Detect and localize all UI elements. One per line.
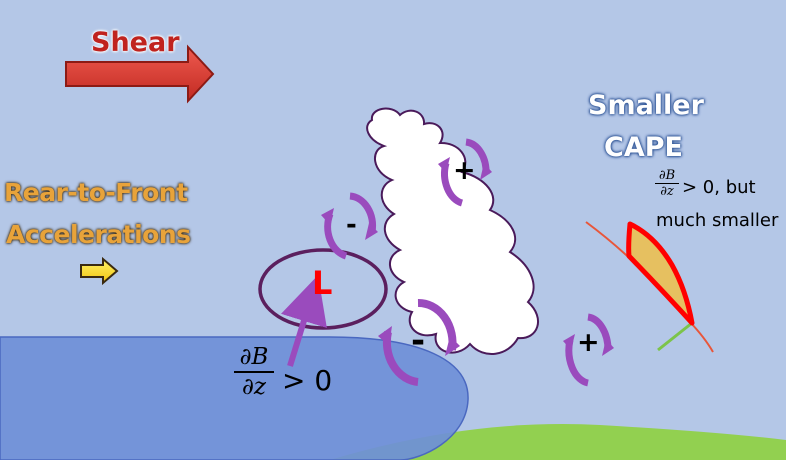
vortex-right bbox=[563, 313, 614, 387]
fraction-bar bbox=[234, 371, 274, 373]
gt-zero-label: > 0 bbox=[282, 364, 333, 397]
vortex-top-center bbox=[438, 138, 492, 207]
small-buoyancy-fraction: ∂B ∂z bbox=[655, 168, 679, 199]
fraction-denominator: ∂z bbox=[241, 374, 266, 400]
small-fraction-denominator: ∂z bbox=[660, 184, 674, 199]
small-gt-zero-label: > 0, but bbox=[682, 177, 756, 198]
shear-arrow bbox=[65, 44, 215, 104]
much-smaller-label: much smaller bbox=[656, 210, 779, 231]
ground-hill bbox=[330, 424, 786, 460]
vortex-upper-left bbox=[321, 192, 378, 260]
vortex-sign-top-center: + bbox=[453, 155, 476, 186]
buoyancy-gradient-arrow bbox=[280, 275, 327, 367]
vortex-lower-center bbox=[378, 298, 460, 386]
rear-to-front-label-line1: Rear-to-Front bbox=[4, 178, 188, 207]
shear-label: Shear bbox=[91, 27, 180, 58]
parcel-curve bbox=[657, 321, 693, 352]
rear-to-front-label-line2: Accelerations bbox=[6, 220, 191, 249]
rear-to-front-arrow bbox=[80, 256, 119, 286]
smaller-cape-label-line1: Smaller bbox=[588, 90, 704, 121]
buoyancy-fraction: ∂B ∂z bbox=[234, 344, 274, 401]
cloud bbox=[366, 107, 539, 356]
vortex-sign-lower-center: - bbox=[411, 321, 426, 361]
cape-area bbox=[626, 221, 695, 326]
vortex-sign-right: + bbox=[577, 327, 600, 358]
low-pressure-label: L bbox=[312, 264, 333, 302]
small-fraction-bar bbox=[655, 183, 679, 184]
fraction-numerator: ∂B bbox=[239, 344, 269, 370]
vortex-sign-upper-left: - bbox=[346, 210, 357, 240]
smaller-cape-label-line2: CAPE bbox=[604, 132, 683, 163]
small-fraction-numerator: ∂B bbox=[658, 168, 676, 183]
